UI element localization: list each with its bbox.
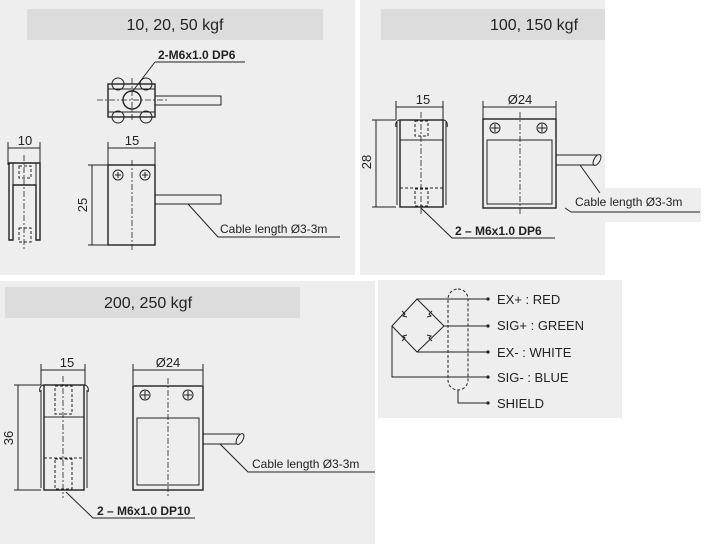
panel-medium-title: 100, 150 kgf xyxy=(490,17,579,34)
wire-label: SIG+ : GREEN xyxy=(497,318,584,333)
large-dim-side: 15 xyxy=(60,355,74,370)
panel-large-bg xyxy=(0,281,375,544)
medium-dim-height: 28 xyxy=(359,155,374,169)
medium-cable-label: Cable length Ø3-3m xyxy=(575,195,682,209)
panel-small-title: 10, 20, 50 kgf xyxy=(127,17,225,34)
small-dim-side: 10 xyxy=(18,133,32,148)
medium-dim-diameter: Ø24 xyxy=(508,92,533,107)
panel-large-title: 200, 250 kgf xyxy=(104,295,193,312)
medium-front-view: Ø24 Cable length Ø3-3m xyxy=(482,92,700,215)
small-side-view: 10 xyxy=(7,133,41,250)
wire-label: SHIELD xyxy=(497,396,544,411)
medium-dim-side: 15 xyxy=(416,92,430,107)
screw-icon xyxy=(139,389,151,401)
large-thread-label: 2 – M6x1.0 DP10 xyxy=(97,504,191,518)
screw-icon xyxy=(112,169,124,181)
large-side-view: 15 36 2 – M6x1.0 DP10 xyxy=(1,355,195,519)
small-thread-label: 2-M6x1.0 DP6 xyxy=(158,48,236,62)
cable-label-bg xyxy=(565,188,701,222)
large-cable-label: Cable length Ø3-3m xyxy=(252,457,359,471)
medium-side-view: 15 28 2 – M6x1.0 DP6 xyxy=(359,92,555,239)
screw-icon xyxy=(182,389,194,401)
panel-large-header: 200, 250 kgf xyxy=(5,287,300,318)
large-dim-height: 36 xyxy=(1,431,16,445)
panel-small-header: 10, 20, 50 kgf xyxy=(27,9,323,40)
small-dim-height: 25 xyxy=(75,198,90,212)
panel-medium-header: 100, 150 kgf xyxy=(381,9,605,40)
large-front-view: Ø24 Cable length Ø3-3m xyxy=(132,355,375,498)
wiring-diagram: EX+ : RED SIG+ : GREEN EX- : WHITE SIG- … xyxy=(391,288,584,411)
screw-icon xyxy=(139,169,151,181)
screw-icon xyxy=(489,122,501,134)
small-dim-front: 15 xyxy=(125,133,139,148)
panel-wiring-bg xyxy=(378,280,622,418)
wire-label: EX- : WHITE xyxy=(497,345,572,360)
small-top-view: 2-M6x1.0 DP6 xyxy=(97,48,245,124)
medium-thread-label: 2 – M6x1.0 DP6 xyxy=(455,224,542,238)
small-cable-label: Cable length Ø3-3m xyxy=(220,222,327,236)
panel-small-bg xyxy=(0,0,355,275)
wire-label: EX+ : RED xyxy=(497,292,560,307)
small-front-view: 15 25 Cable length Ø3-3m xyxy=(75,133,340,250)
wire-label: SIG- : BLUE xyxy=(497,370,569,385)
screw-icon xyxy=(536,122,548,134)
large-dim-diameter: Ø24 xyxy=(156,355,181,370)
